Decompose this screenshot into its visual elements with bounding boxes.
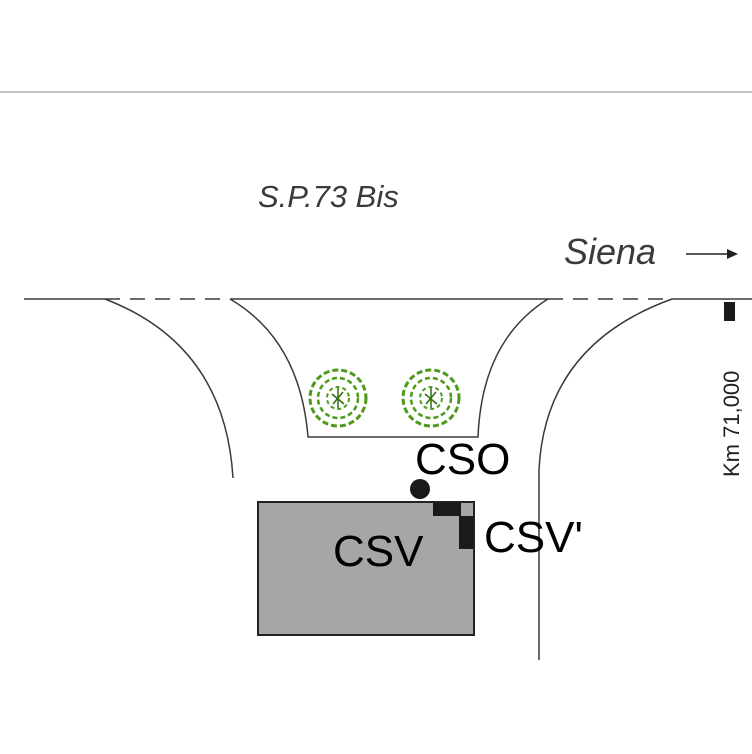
km-label: Km 71,000 [719, 371, 744, 477]
cso-marker [410, 479, 430, 499]
right-junction-curve [538, 298, 673, 660]
shrub-icon [308, 368, 368, 428]
km-marker [724, 302, 735, 321]
csv-label: CSV [333, 527, 424, 576]
cso-label: CSO [415, 435, 510, 484]
road-name-label: S.P.73 Bis [258, 179, 399, 214]
csv-marker [433, 503, 461, 516]
left-junction-curve [104, 298, 234, 479]
csv-prime-marker [459, 516, 473, 549]
traffic-island [229, 298, 549, 438]
shrub-icon [401, 368, 461, 428]
arrow-right-icon [686, 249, 738, 259]
direction-label: Siena [564, 231, 656, 272]
building [257, 501, 475, 636]
csv-prime-label: CSV' [484, 513, 583, 562]
